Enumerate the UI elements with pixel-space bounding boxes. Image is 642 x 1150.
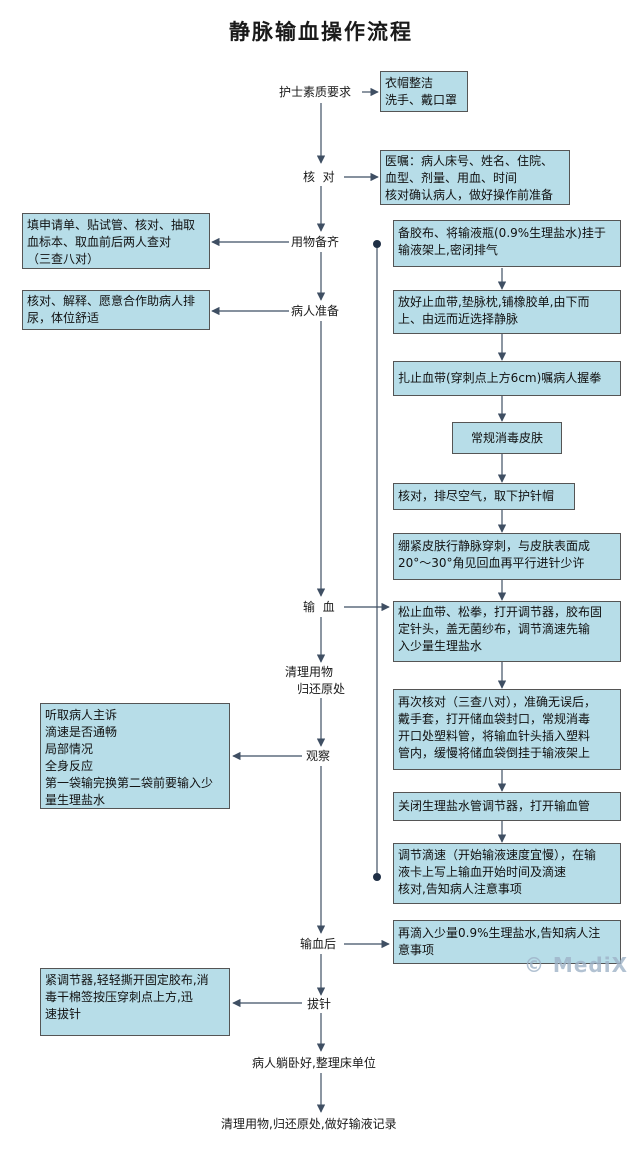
proc-fix-needle: 松止血带、松拳，打开调节器，胶布固 定针头，盖无菌纱布，调节滴速先输 入少量生理… xyxy=(393,601,621,662)
step-after-transfusion: 输血后 xyxy=(300,936,337,952)
step-nurse-requirements: 护士素质要求 xyxy=(279,84,352,100)
bracket-dot-bottom xyxy=(373,873,381,881)
note-explain-patient: 核对、解释、愿意合作助病人排 尿，体位舒适 xyxy=(22,290,210,330)
proc-hang-blood-bag-text: 再次核对（三查八对），准确无误后， 戴手套，打开储血袋封口，常规消毒 开口处塑料… xyxy=(398,695,597,760)
proc-adjust-drip-text: 调节滴速（开始输液速度宜慢），在输 液卡上写上输血开始时间及滴速 核对,告知病人… xyxy=(398,848,597,896)
proc-puncture-text: 绷紧皮肤行静脉穿刺，与皮肤表面成 20°～30°角见回血再平行进针少许 xyxy=(398,539,591,570)
step-observe: 观察 xyxy=(306,748,331,764)
note-observation-items: 听取病人主诉 滴速是否通畅 局部情况 全身反应 第一袋输完换第二袋前要输入少 量… xyxy=(40,703,230,809)
proc-expel-air-text: 核对，排尽空气，取下护针帽 xyxy=(398,489,555,503)
note-after-saline: 再滴入少量0.9%生理盐水,告知病人注 意事项 xyxy=(393,920,621,964)
proc-tourniquet: 扎止血带(穿刺点上方6cm)嘱病人握拳 xyxy=(393,361,621,396)
proc-choose-vein-text: 放好止血带,垫脉枕,铺橡胶单,由下而 上、由远而近选择静脉 xyxy=(398,295,590,326)
note-blood-sample: 填申请单、贴试管、核对、抽取 血标本、取血前后两人查对 （三查八对） xyxy=(22,213,210,269)
proc-hang-blood-bag: 再次核对（三查八对），准确无误后， 戴手套，打开储血袋封口，常规消毒 开口处塑料… xyxy=(393,689,621,770)
proc-disinfect-text: 常规消毒皮肤 xyxy=(470,431,543,445)
step-final-record: 清理用物,归还原处,做好输液记录 xyxy=(221,1116,397,1132)
note-after-saline-text: 再滴入少量0.9%生理盐水,告知病人注 意事项 xyxy=(398,926,601,957)
step-prepare-supplies: 用物备齐 xyxy=(291,234,340,250)
proc-hang-saline-text: 备胶布、将输液瓶(0.9%生理盐水)挂于 输液架上,密闭排气 xyxy=(398,226,606,257)
proc-adjust-drip: 调节滴速（开始输液速度宜慢），在输 液卡上写上输血开始时间及滴速 核对,告知病人… xyxy=(393,843,621,904)
proc-disinfect: 常规消毒皮肤 xyxy=(452,422,562,454)
proc-puncture: 绷紧皮肤行静脉穿刺，与皮肤表面成 20°～30°角见回血再平行进针少许 xyxy=(393,533,621,580)
proc-expel-air: 核对，排尽空气，取下护针帽 xyxy=(393,483,575,510)
note-observation-items-text: 听取病人主诉 滴速是否通畅 局部情况 全身反应 第一袋输完换第二袋前要输入少 量… xyxy=(45,708,214,807)
step-patient-prep: 病人准备 xyxy=(291,303,340,319)
note-remove-needle-text: 紧调节器,轻轻撕开固定胶布,消 毒干棉签按压穿刺点上方,迅 速拔针 xyxy=(45,973,209,1021)
page-title: 静脉输血操作流程 xyxy=(229,20,413,44)
step-return-supplies: 归还原处 xyxy=(297,681,346,697)
note-dress-wash-text: 衣帽整洁 洗手、戴口罩 xyxy=(385,76,458,107)
proc-choose-vein: 放好止血带,垫脉枕,铺橡胶单,由下而 上、由远而近选择静脉 xyxy=(393,290,621,334)
proc-switch-line: 关闭生理盐水管调节器，打开输血管 xyxy=(393,792,621,821)
step-clear-supplies: 清理用物 xyxy=(285,664,334,680)
note-doctor-order-text: 医嘱：病人床号、姓名、住院、 血型、剂量、用血、时间 核对确认病人，做好操作前准… xyxy=(385,154,554,202)
proc-switch-line-text: 关闭生理盐水管调节器，打开输血管 xyxy=(398,799,591,813)
proc-hang-saline: 备胶布、将输液瓶(0.9%生理盐水)挂于 输液架上,密闭排气 xyxy=(393,220,621,267)
bracket-dot-top xyxy=(373,240,381,248)
step-settle-patient: 病人躺卧好,整理床单位 xyxy=(252,1055,376,1071)
note-dress-wash: 衣帽整洁 洗手、戴口罩 xyxy=(380,71,468,112)
watermark-logo: © MediX xyxy=(523,953,628,977)
step-transfusion: 输 血 xyxy=(303,599,335,615)
proc-tourniquet-text: 扎止血带(穿刺点上方6cm)嘱病人握拳 xyxy=(398,371,602,385)
step-check: 核 对 xyxy=(303,169,335,185)
proc-fix-needle-text: 松止血带、松拳，打开调节器，胶布固 定针头，盖无菌纱布，调节滴速先输 入少量生理… xyxy=(398,605,603,653)
note-remove-needle: 紧调节器,轻轻撕开固定胶布,消 毒干棉签按压穿刺点上方,迅 速拔针 xyxy=(40,968,230,1036)
step-remove-needle: 拔针 xyxy=(307,996,332,1012)
note-explain-patient-text: 核对、解释、愿意合作助病人排 尿，体位舒适 xyxy=(27,294,196,325)
note-blood-sample-text: 填申请单、贴试管、核对、抽取 血标本、取血前后两人查对 （三查八对） xyxy=(27,218,196,266)
note-doctor-order: 医嘱：病人床号、姓名、住院、 血型、剂量、用血、时间 核对确认病人，做好操作前准… xyxy=(380,150,570,205)
